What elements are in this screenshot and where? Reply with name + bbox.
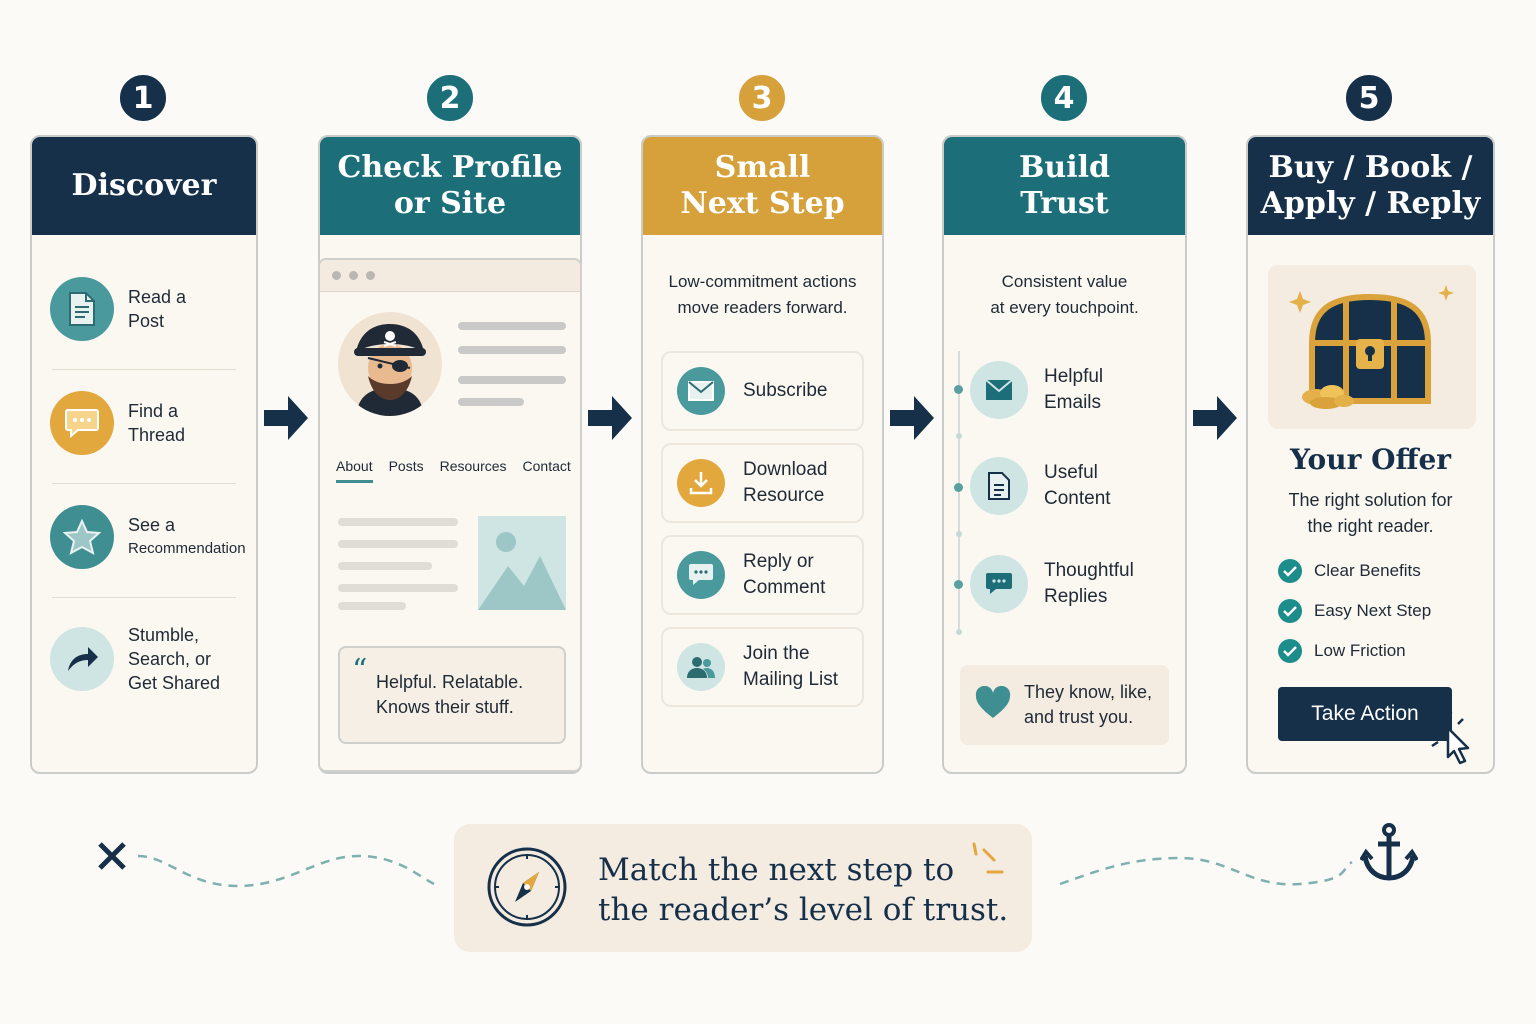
right-arrow-icon bbox=[1193, 396, 1237, 440]
comment-icon bbox=[677, 551, 725, 599]
chat-bubble-icon bbox=[50, 391, 114, 455]
share-arrow-icon bbox=[50, 627, 114, 691]
action-subscribe[interactable]: Subscribe bbox=[661, 351, 864, 431]
step-number-badge: 5 bbox=[1343, 72, 1395, 124]
browser-mockup: About Posts Resources Contact “ Helpful.… bbox=[318, 258, 582, 772]
step-number-badge: 2 bbox=[424, 72, 476, 124]
testimonial-quote: “ Helpful. Relatable. Knows their stuff. bbox=[338, 646, 566, 744]
star-icon bbox=[50, 505, 114, 569]
tab-about[interactable]: About bbox=[336, 458, 373, 483]
right-arrow-icon bbox=[264, 396, 308, 440]
step-title: Discover bbox=[32, 137, 256, 235]
checkmark-icon bbox=[1278, 599, 1302, 623]
right-arrow-icon bbox=[588, 396, 632, 440]
profile-nav-tabs: About Posts Resources Contact bbox=[336, 458, 571, 483]
treasure-chest-panel bbox=[1268, 265, 1476, 429]
know-like-trust-callout: They know, like,and trust you. bbox=[960, 665, 1169, 745]
envelope-icon bbox=[970, 361, 1028, 419]
pirate-avatar bbox=[338, 312, 442, 416]
cursor-click-icon bbox=[1428, 712, 1470, 765]
dashed-path-right bbox=[1059, 856, 1353, 886]
anchor-icon bbox=[1360, 823, 1418, 881]
document-icon bbox=[50, 277, 114, 341]
tab-resources[interactable]: Resources bbox=[439, 458, 507, 474]
step-card: Buy / Book /Apply / Reply Your Offer bbox=[1246, 135, 1495, 774]
checklist-item: Low Friction bbox=[1278, 639, 1406, 663]
document-icon bbox=[970, 457, 1028, 515]
x-mark-icon bbox=[98, 842, 126, 870]
tab-posts[interactable]: Posts bbox=[388, 458, 424, 474]
sparkle-icon bbox=[972, 842, 1004, 874]
offer-title: Your Offer bbox=[1289, 443, 1452, 476]
envelope-icon bbox=[677, 367, 725, 415]
people-icon bbox=[677, 643, 725, 691]
timeline-line bbox=[958, 351, 960, 633]
image-placeholder-icon bbox=[478, 516, 566, 610]
step-number-badge: 3 bbox=[736, 72, 788, 124]
download-icon bbox=[677, 459, 725, 507]
compass-icon bbox=[487, 847, 567, 927]
checklist-item: Clear Benefits bbox=[1278, 559, 1421, 583]
checkmark-icon bbox=[1278, 559, 1302, 583]
step-number-badge: 1 bbox=[117, 72, 169, 124]
heart-icon bbox=[974, 685, 1012, 725]
step-title: Buy / Book /Apply / Reply bbox=[1248, 137, 1493, 235]
chat-bubble-icon bbox=[970, 555, 1028, 613]
checkmark-icon bbox=[1278, 639, 1302, 663]
take-action-button[interactable]: Take Action bbox=[1278, 687, 1452, 741]
browser-toolbar bbox=[320, 260, 580, 292]
quote-mark-icon: “ bbox=[352, 653, 368, 688]
step-buy-book-apply-reply: 5 Buy / Book /Apply / Reply Your O bbox=[1246, 72, 1495, 774]
takeaway-text: Match the next step to the reader’s leve… bbox=[598, 852, 1009, 928]
right-arrow-icon bbox=[890, 396, 934, 440]
checklist-item: Easy Next Step bbox=[1278, 599, 1431, 623]
key-takeaway-banner: Match the next step to the reader’s leve… bbox=[454, 824, 1032, 952]
step-number-badge: 4 bbox=[1038, 72, 1090, 124]
treasure-chest-icon bbox=[1289, 285, 1454, 409]
tab-contact[interactable]: Contact bbox=[522, 458, 571, 474]
dashed-path-left bbox=[137, 854, 435, 888]
